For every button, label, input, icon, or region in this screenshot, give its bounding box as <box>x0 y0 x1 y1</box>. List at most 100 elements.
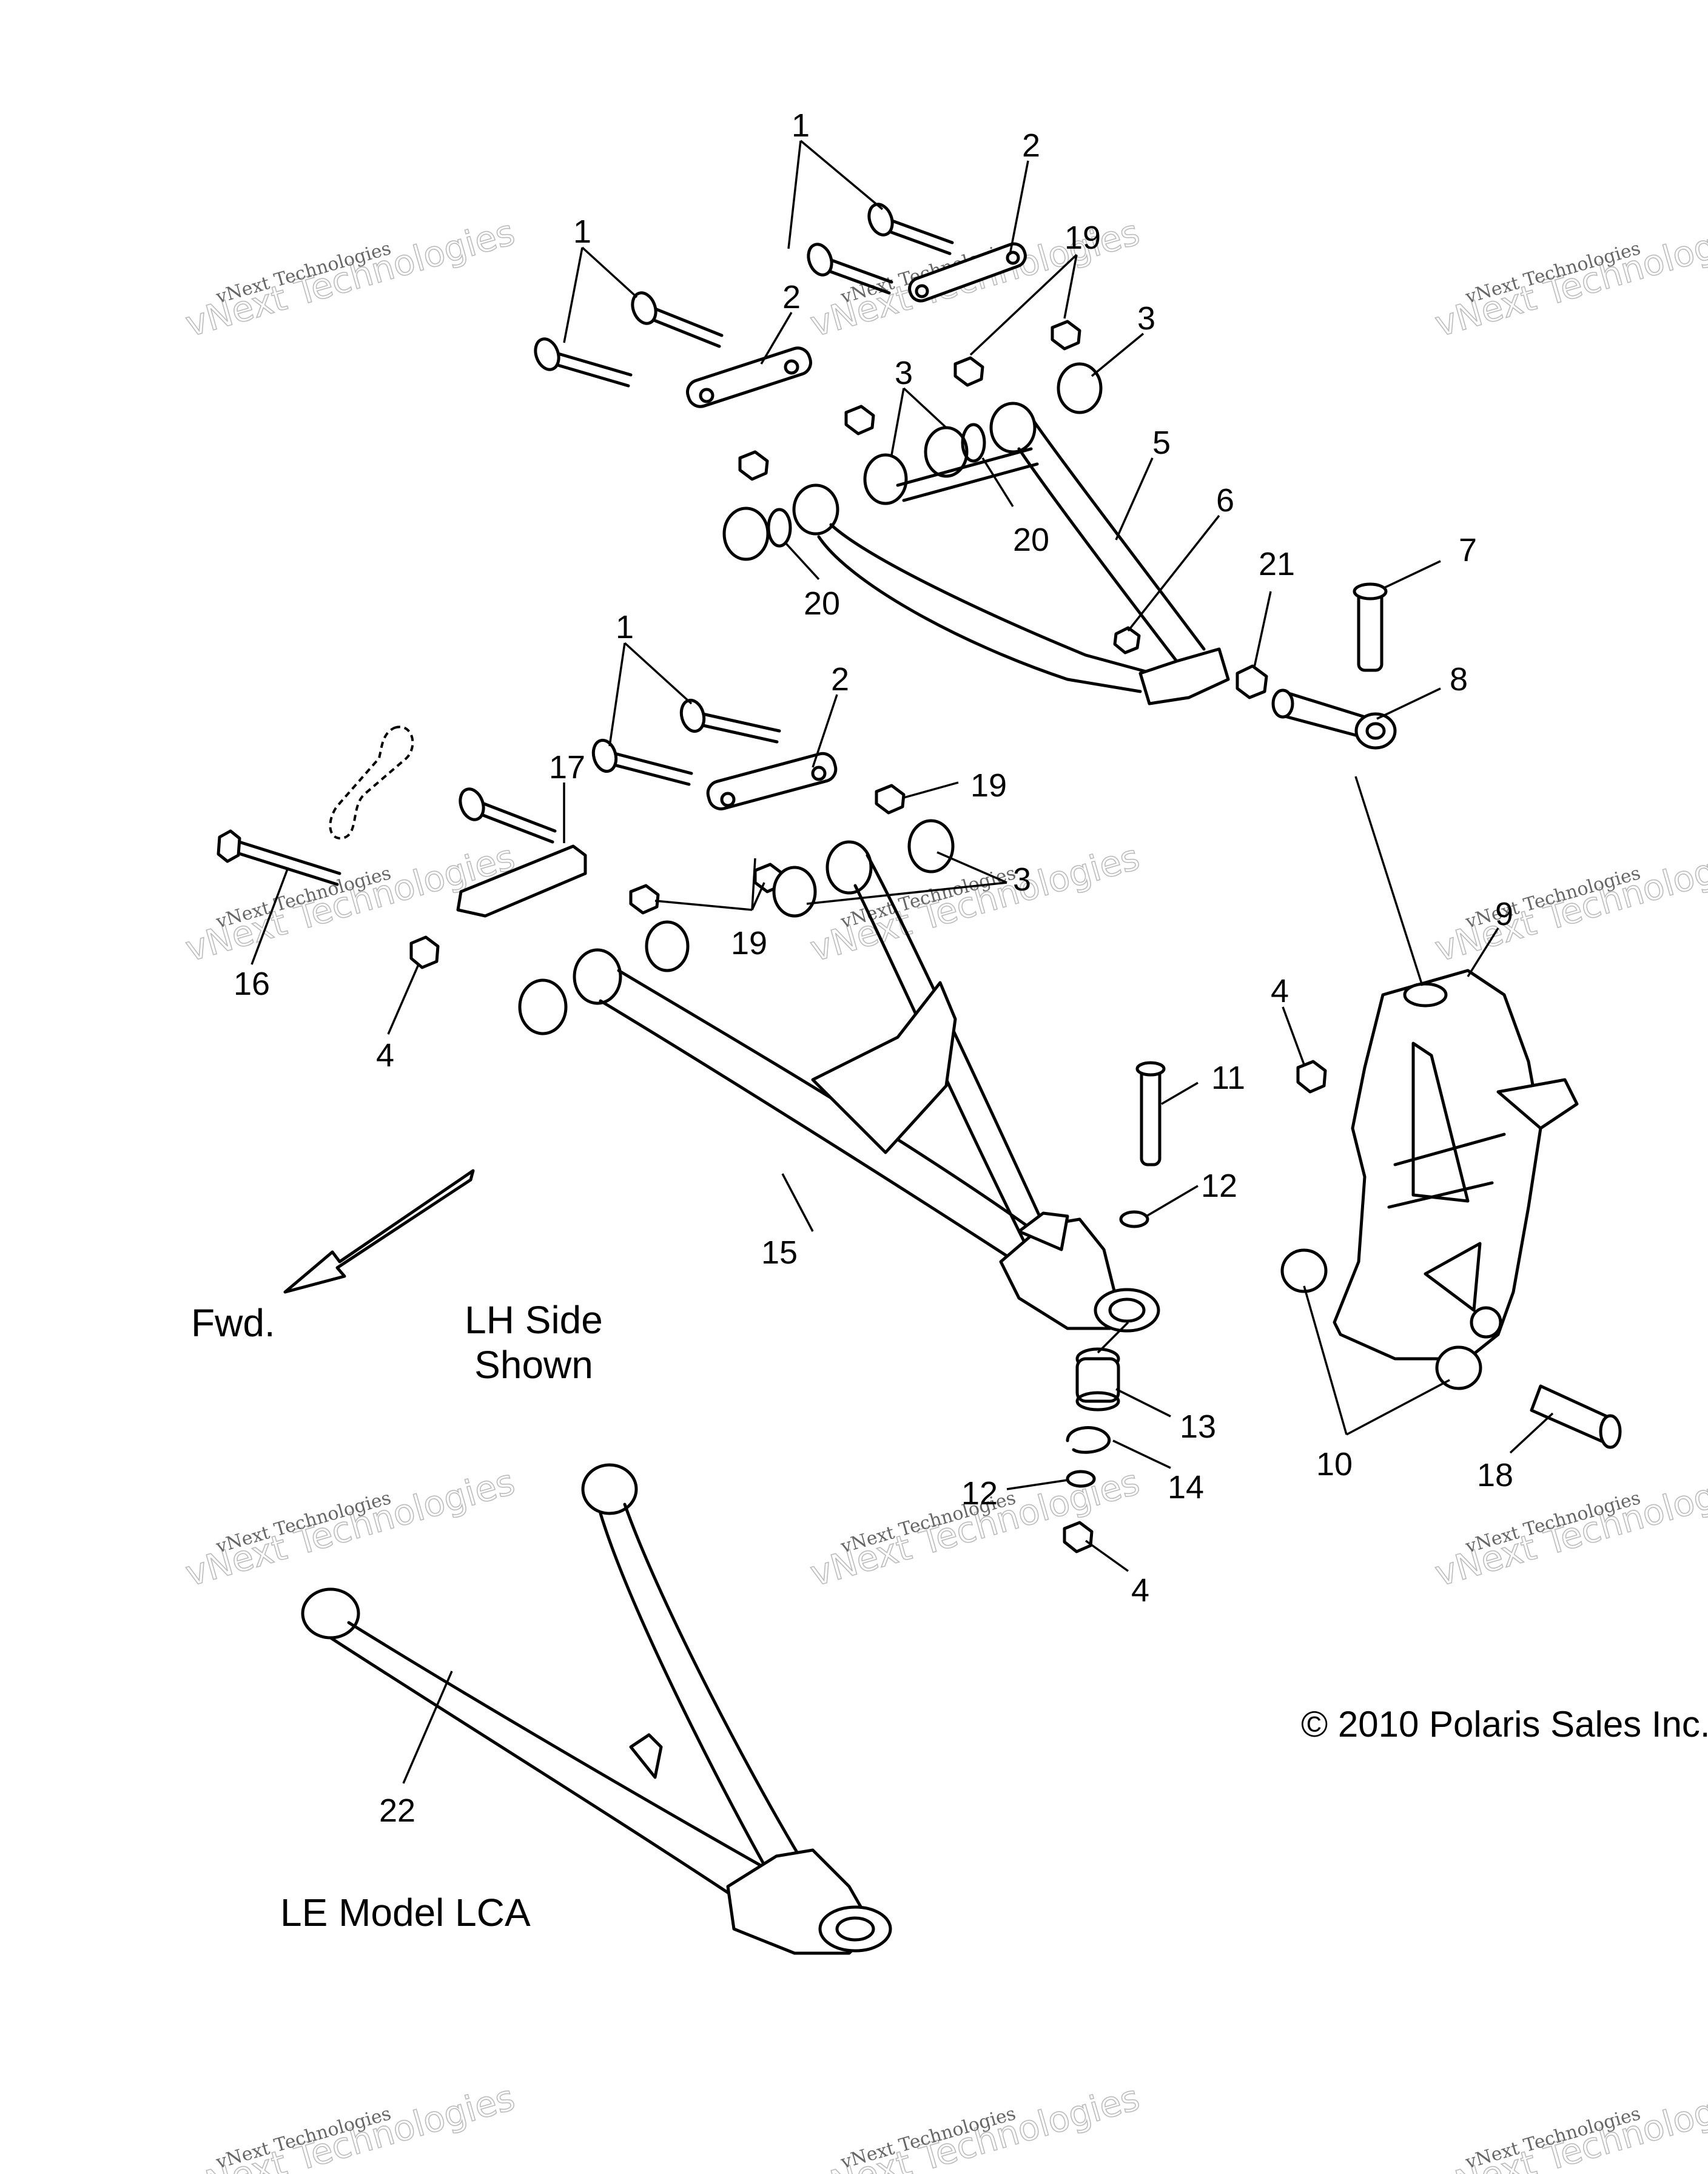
bolt-part <box>679 698 781 744</box>
nut-part <box>409 935 440 969</box>
pin-part <box>1135 1061 1166 1166</box>
watermark: vNext Technologies vNext Technologies <box>181 1461 520 1595</box>
diagram-notes: Fwd. LH Side Shown LE Model LCA © 2010 P… <box>191 1298 1708 1934</box>
side-shown-label-line2: Shown <box>474 1343 593 1387</box>
watermark: vNext Technologies vNext Technologies <box>181 211 520 345</box>
callout-3: 3 <box>895 355 913 391</box>
svg-text:vNext Technologies: vNext Technologies <box>181 1461 519 1595</box>
callout-12: 12 <box>961 1475 998 1512</box>
ball-joint-part <box>1075 1347 1120 1412</box>
bushing-part <box>518 978 568 1035</box>
callout-20: 20 <box>804 585 840 622</box>
watermark: vNext Technologies vNext Technologies <box>1430 211 1708 345</box>
spindle-assembly <box>1280 969 1622 1449</box>
bolt-part <box>867 203 954 255</box>
callout-16: 16 <box>234 966 270 1002</box>
bolt-part <box>534 337 633 388</box>
callout-21: 21 <box>1259 546 1295 582</box>
callout-1: 1 <box>616 609 634 645</box>
watermark: vNext Technologies vNext Technologies <box>1430 1461 1708 1595</box>
forward-arrow <box>283 1169 475 1294</box>
lower-a-arm-assembly <box>217 698 1166 1553</box>
tie-rod-end-assembly <box>1271 582 1397 750</box>
callout-4: 4 <box>376 1037 394 1074</box>
callout-1: 1 <box>573 214 591 250</box>
callout-6: 6 <box>1216 482 1234 519</box>
bolt-part <box>591 738 693 786</box>
watermark: vNext Technologies vNext Technologies <box>1430 836 1708 970</box>
nut-part <box>1063 1521 1094 1553</box>
callout-2: 2 <box>782 279 801 315</box>
bushing-part <box>1057 362 1103 414</box>
lower-a-arm-part <box>573 840 1160 1333</box>
watermark: vNext Technologies vNext Technologies <box>805 2076 1145 2174</box>
bolt-part <box>459 787 557 844</box>
callout-11: 11 <box>1211 1060 1245 1096</box>
nut-part <box>1296 1060 1327 1094</box>
side-shown-label: LH Side <box>465 1298 603 1342</box>
nut-part <box>1113 626 1141 655</box>
plate-part <box>908 242 1027 303</box>
svg-text:vNext Technologies: vNext Technologies <box>181 212 519 345</box>
callout-18: 18 <box>1477 1457 1513 1493</box>
callout-4: 4 <box>1271 973 1289 1009</box>
nut-part <box>1236 664 1268 699</box>
le-model-label: LE Model LCA <box>280 1891 531 1934</box>
callout-19: 19 <box>1064 220 1101 256</box>
bushing-part <box>645 920 690 972</box>
watermark: vNext Technologies vNext Technologies <box>181 2076 520 2174</box>
callout-5: 5 <box>1152 425 1171 461</box>
callout-3: 3 <box>1137 300 1155 337</box>
bushing-part <box>1435 1345 1482 1390</box>
washer-part <box>1066 1470 1096 1488</box>
spindle-part <box>1333 969 1542 1361</box>
callout-22: 22 <box>379 1792 415 1829</box>
callout-labels: 1 1 1 2 2 2 3 3 3 4 4 4 5 6 7 8 9 10 11 … <box>234 107 1513 1829</box>
upper-a-arm-assembly <box>534 203 1268 705</box>
bushing-part <box>907 819 955 873</box>
bushing-part <box>722 506 770 561</box>
callout-19: 19 <box>970 767 1007 804</box>
leader-lines <box>250 140 1554 1784</box>
callout-2: 2 <box>831 661 849 698</box>
bushing-part <box>772 866 817 918</box>
cam-plate-part <box>456 844 587 918</box>
nut-part <box>875 784 906 815</box>
plate-part <box>686 346 812 408</box>
callout-7: 7 <box>1459 532 1477 568</box>
callout-3: 3 <box>1013 861 1031 898</box>
callout-12: 12 <box>1201 1168 1237 1204</box>
nut-part <box>738 450 769 481</box>
callout-20: 20 <box>1013 522 1049 558</box>
bolt-part <box>807 243 893 295</box>
nut-part <box>1051 320 1081 351</box>
plate-part <box>706 752 838 810</box>
nut-part <box>629 884 660 915</box>
nut-part <box>844 405 875 436</box>
pin-part <box>1353 582 1388 672</box>
sleeve-part <box>1530 1384 1622 1449</box>
callout-9: 9 <box>1495 896 1513 932</box>
callout-14: 14 <box>1168 1469 1204 1506</box>
retaining-clip-part <box>1066 1426 1111 1454</box>
bushing-part <box>1280 1248 1328 1293</box>
nut-part <box>953 356 984 387</box>
bushing-part <box>863 453 908 505</box>
copyright-notice: © 2010 Polaris Sales Inc. <box>1301 1704 1708 1745</box>
callout-19: 19 <box>731 925 767 961</box>
forward-label: Fwd. <box>191 1301 275 1345</box>
callout-4: 4 <box>1131 1572 1149 1609</box>
washer-part <box>1119 1210 1149 1228</box>
callout-15: 15 <box>761 1234 798 1271</box>
callout-2: 2 <box>1022 127 1040 164</box>
washer-part <box>767 508 792 548</box>
callout-8: 8 <box>1450 661 1468 698</box>
bolt-part <box>217 829 341 886</box>
rod-end-part <box>1271 688 1397 750</box>
bolt-part <box>631 291 724 348</box>
callout-17: 17 <box>549 749 585 786</box>
washer-part <box>961 423 986 463</box>
watermark: vNext Technologies vNext Technologies <box>1430 2076 1708 2174</box>
cam-outline <box>329 725 414 840</box>
